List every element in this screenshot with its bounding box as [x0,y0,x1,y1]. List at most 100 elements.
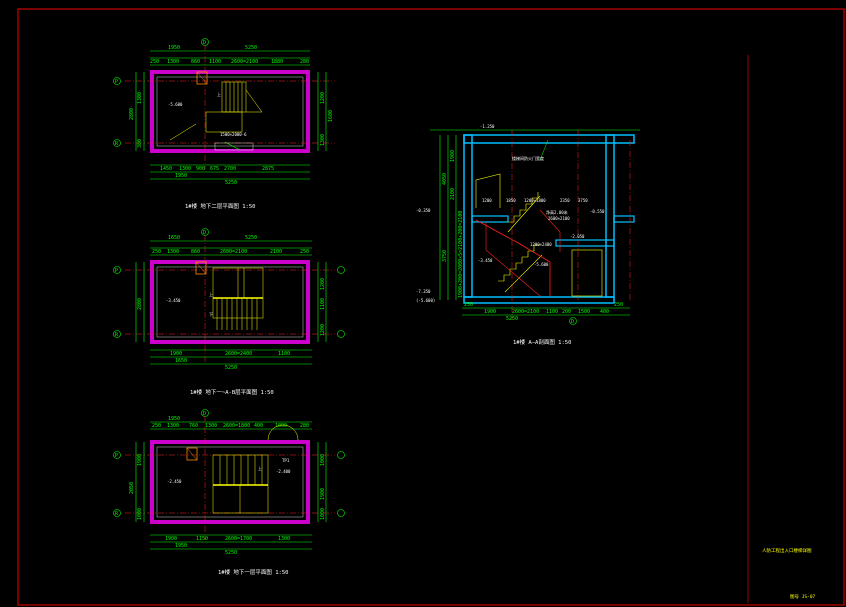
section-aa: -1.250 楼梯间防火门宽度 净高2.00米 -0.350 -0.550 [416,124,640,346]
p3-caption: 1#楼 地下一层平面图 1:50 [218,568,289,576]
sec-left-wall [463,134,473,298]
p1-level: -5.600 [168,102,183,107]
sec-right-wall [605,134,615,298]
sec-note2: 净高2.00米 [546,209,568,215]
p1-left-0: 1300 [137,92,143,104]
sec-left-total: 4050 [442,173,448,185]
sec-mid-level-right: -0.550 [590,209,605,214]
p1-bot-4: 2700 [224,166,236,172]
p3-wall [150,440,310,524]
p2-axis-top: D [203,230,206,236]
p3-axis-top: D [203,411,206,417]
p1-right-1: 1600 [328,110,334,122]
p1-axis-left-b: R [115,141,119,147]
p1-top-left-short: 1950 [168,45,180,51]
p1-top-seg-1: 1300 [167,59,179,65]
p3-level: -2.450 [167,479,182,484]
sec-span-0: 1200 [482,198,492,203]
tb-project: 人防工程出入口楼梯详图 [762,547,812,554]
p3-bot-0: 1900 [165,536,177,542]
plan-1: 1950 5250 250 1300 860 1100 2600=2100 18… [113,38,335,210]
sec-left-top-0: 1900 [450,150,456,162]
sec-left-mid: 3750 [442,250,448,262]
p3-top-seg-1: 1300 [167,423,179,429]
p2-top-seg-0: 250 [152,249,161,255]
p3-level2: -2.400 [276,469,291,474]
sec-lower-level: -2.050 [570,234,585,239]
p3-bot-mid: 1950 [175,543,187,549]
p3-top-seg-5: 400 [254,423,263,429]
p3-bot-1: 1150 [196,536,208,542]
sec-bot-0: 250 [464,302,473,308]
p1-bot-5: 2875 [262,166,274,172]
p2-up: 上 [209,291,213,297]
p2-wall [150,260,310,344]
p3-top-seg-4: 2600=1800 [223,423,250,429]
p1-bot-mid: 1950 [175,173,187,179]
p1-top-seg-6: 280 [300,59,309,65]
p3-bot-3: 1300 [278,536,290,542]
p2-bot-2: 1100 [278,351,290,357]
sec-bottom-level-left: -7.350 [416,289,431,294]
sec-bot-7: 250 [614,302,623,308]
p2-caption: 1#楼 地下一~A-B层平面图 1:50 [190,388,274,396]
p2-right-1: 1100 [320,298,326,310]
sec-top-level: -1.250 [480,124,495,129]
p1-bot-1: 1300 [179,166,191,172]
tb-sheet: 图号 JS-07 [790,594,816,600]
p3-top-overall: 1950 [168,416,180,422]
p2-top-seg-4: 2100 [270,249,282,255]
p1-bot-0: 1450 [160,166,172,172]
p1-left-1: 2800 [129,108,135,120]
sec-caption: 1#楼 A—A剖面图 1:50 [513,338,571,346]
p1-top-seg-0: 250 [150,59,159,65]
p2-stair [212,267,264,330]
p2-left-0: 2800 [137,298,143,310]
p3-top-seg-2: 760 [189,423,198,429]
p3-bot-overall: 5250 [225,550,237,556]
p2-top-seg-5: 250 [300,249,309,255]
p3-left-1: 2050 [129,482,135,494]
sec-bot-1: 1900 [484,309,496,315]
p3-left-0: 1900 [137,454,143,466]
p3-up: 上 [258,465,262,471]
sec-span-1: 1850 [506,198,516,203]
p2-top-left-short: 1650 [168,235,180,241]
p3-axis-left: P [115,453,118,459]
p1-top-seg-2: 860 [191,59,200,65]
p1-caption: 1#楼 地下二层平面图 1:50 [185,202,256,210]
p2-right-0: 1200 [320,278,326,290]
p3-tag: TP1 [282,458,290,463]
p3-top-seg-7: 280 [300,423,309,429]
p1-bot-overall: 5250 [225,180,237,186]
sec-note: 楼梯间防火门宽度 [512,155,544,161]
p1-beam: 1500×2000-6 [220,132,247,137]
sec-mid-level-left: -0.350 [416,208,431,213]
p3-right-0: 1000 [320,454,326,466]
p2-top-seg-3: 2600=2100 [220,249,247,255]
sec-bot-4: 200 [562,309,571,315]
sec-footing-level: (-5.600) [416,298,435,303]
p3-right-2: 1000 [320,508,326,520]
p1-column [196,71,208,85]
p1-axis-top: D [203,40,206,46]
sec-bot-3: 1100 [546,309,558,315]
p2-down: 下 [209,312,213,317]
sec-bot-2: 2600=2100 [512,309,539,315]
p1-bot-3: 675 [210,166,219,172]
p2-top-overall: 5250 [245,235,257,241]
sec-mid-slab [471,215,509,223]
p2-level: -3.450 [166,298,181,303]
p2-right-2: 1200 [320,324,326,336]
p3-axis-left-b: R [115,511,119,517]
p2-top-seg-1: 1300 [167,249,179,255]
p1-right-2: 1300 [320,134,326,146]
drawing-frame [17,8,845,606]
sec-bottom-level-right: -5.600 [534,262,549,267]
sec-span-3: 2350 [560,198,570,203]
p3-top-seg-6: 1000 [275,423,287,429]
sec-span-4: 3750 [578,198,588,203]
sec-lower-level2: -3.450 [478,258,493,263]
sec-bot-6: 400 [600,309,609,315]
